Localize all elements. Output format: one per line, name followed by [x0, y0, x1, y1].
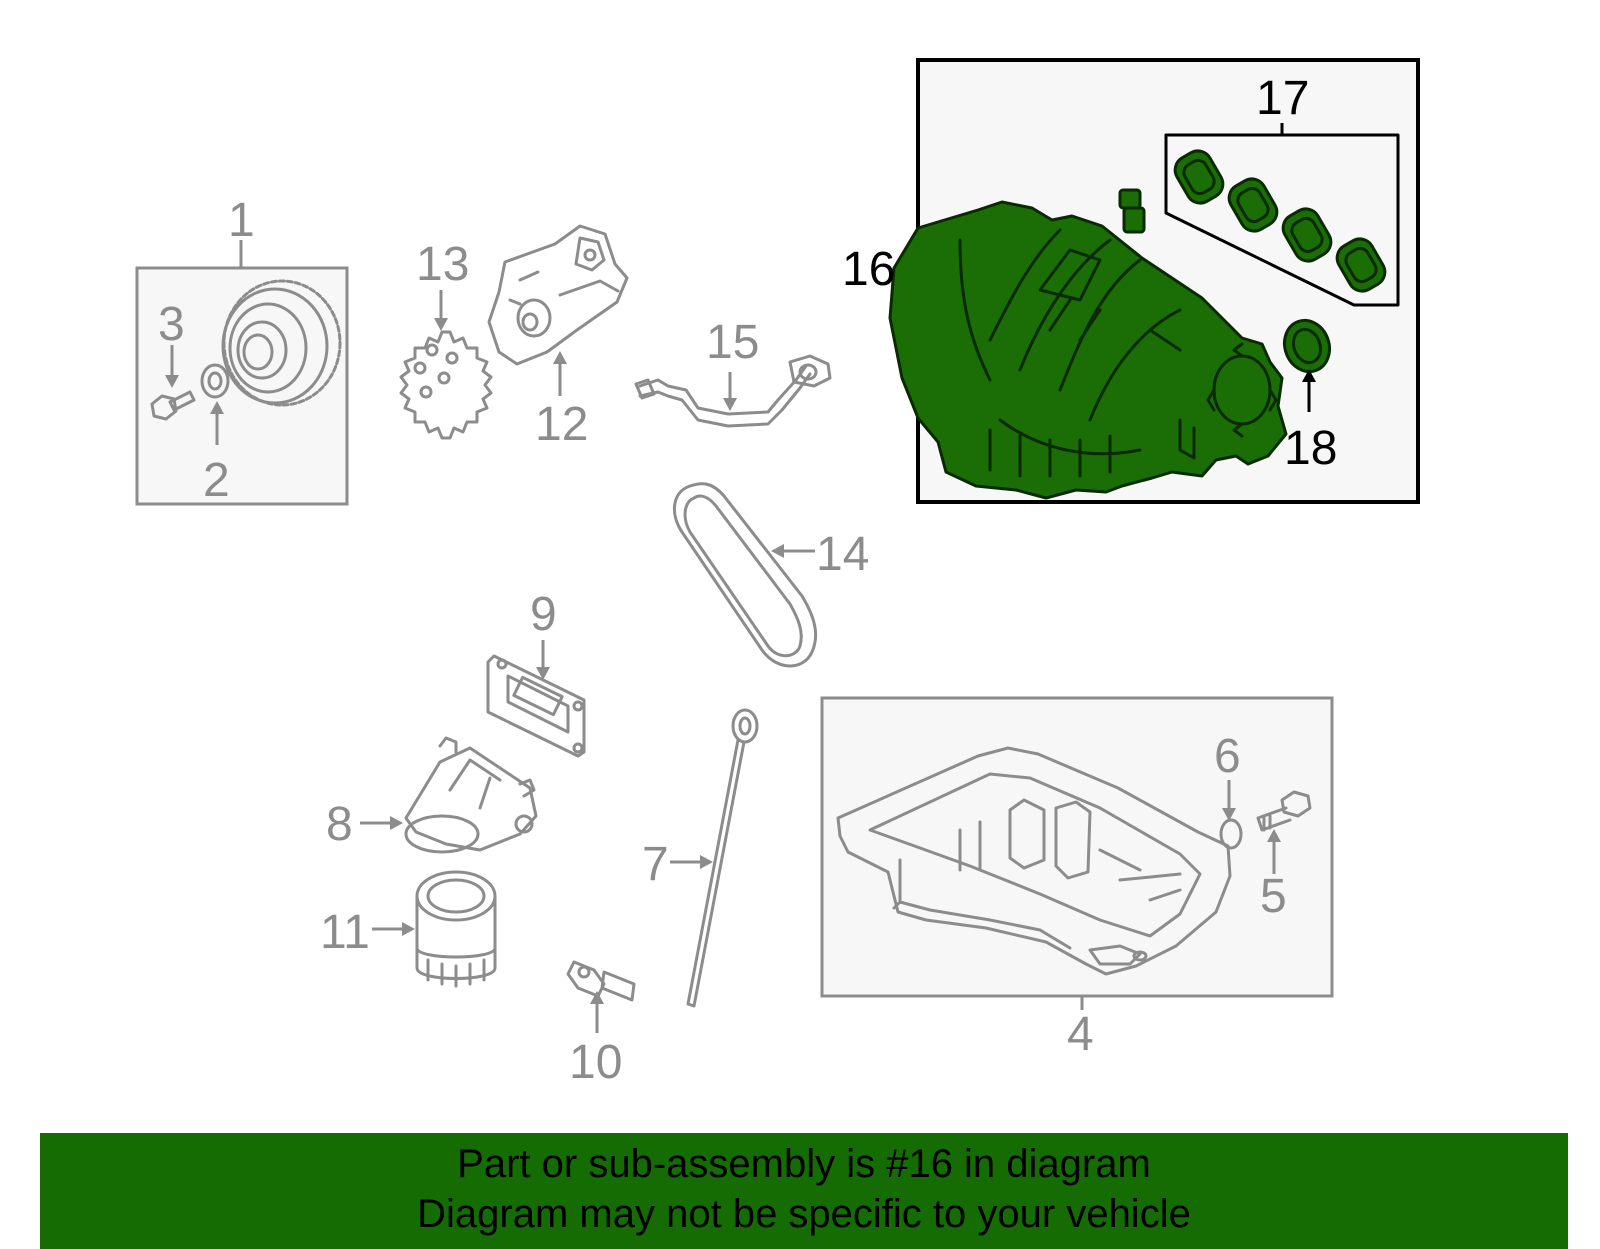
- oil-filter[interactable]: [415, 870, 497, 988]
- callout-15[interactable]: 15: [706, 316, 759, 369]
- arrowhead-8: [390, 816, 403, 830]
- pulley-bolt[interactable]: [150, 390, 196, 421]
- callout-11[interactable]: 11: [320, 906, 370, 959]
- arrowhead-13: [434, 318, 448, 331]
- drain-plug[interactable]: [1256, 790, 1312, 832]
- arrowhead-10: [590, 991, 604, 1004]
- arrowhead-15: [723, 398, 737, 411]
- oil-pan[interactable]: [836, 746, 1232, 976]
- throttle-body-gasket[interactable]: [1277, 314, 1336, 378]
- arrowhead-3: [165, 375, 179, 388]
- group-box-4: [820, 696, 1334, 998]
- callout-13[interactable]: 13: [416, 238, 469, 291]
- washer[interactable]: [200, 363, 230, 399]
- drain-plug-gasket[interactable]: [1219, 818, 1243, 850]
- callout-7[interactable]: 7: [642, 838, 669, 891]
- arrowhead-2: [210, 401, 224, 414]
- info-banner: Part or sub-assembly is #16 in diagram D…: [40, 1133, 1568, 1249]
- callout-9[interactable]: 9: [530, 588, 557, 641]
- callout-6[interactable]: 6: [1214, 730, 1241, 783]
- filter-adapter-gasket[interactable]: [486, 654, 586, 758]
- arrowhead-9: [536, 667, 550, 680]
- callout-17[interactable]: 17: [1256, 72, 1309, 125]
- crankshaft-pulley[interactable]: [221, 279, 342, 407]
- drive-belt[interactable]: [673, 482, 818, 668]
- callout-14[interactable]: 14: [816, 528, 869, 581]
- oil-pump[interactable]: [487, 224, 629, 366]
- arrowhead-5: [1267, 829, 1281, 842]
- arrowhead-14: [771, 544, 784, 558]
- intake-manifold[interactable]: [888, 200, 1288, 500]
- callout-16[interactable]: 16: [842, 243, 895, 296]
- callout-3[interactable]: 3: [158, 298, 185, 351]
- oil-filter-adapter[interactable]: [404, 736, 538, 854]
- group-box-17: [1164, 133, 1400, 307]
- callout-18[interactable]: 18: [1284, 422, 1337, 475]
- arrowhead-7: [700, 855, 713, 869]
- banner-line-1: Part or sub-assembly is #16 in diagram: [457, 1142, 1151, 1186]
- callout-12[interactable]: 12: [535, 398, 588, 451]
- intake-fitting[interactable]: [1118, 188, 1146, 234]
- callout-8[interactable]: 8: [326, 798, 353, 851]
- arrowhead-6: [1222, 808, 1236, 821]
- intake-gaskets[interactable]: [1170, 146, 1390, 296]
- oil-pump-sprocket[interactable]: [399, 330, 493, 440]
- banner-line-2: Diagram may not be specific to your vehi…: [417, 1192, 1191, 1236]
- callout-5[interactable]: 5: [1260, 870, 1287, 923]
- callout-1[interactable]: 1: [228, 194, 255, 247]
- oil-dipstick[interactable]: [686, 708, 759, 1008]
- oil-pressure-sensor[interactable]: [566, 960, 636, 1002]
- oil-tube[interactable]: [634, 354, 832, 428]
- arrowhead-11: [402, 922, 415, 936]
- arrowhead-12: [553, 351, 567, 364]
- callout-4[interactable]: 4: [1067, 1008, 1094, 1061]
- arrowhead-18: [1302, 369, 1316, 382]
- callout-10[interactable]: 10: [569, 1036, 622, 1089]
- callout-2[interactable]: 2: [203, 454, 230, 507]
